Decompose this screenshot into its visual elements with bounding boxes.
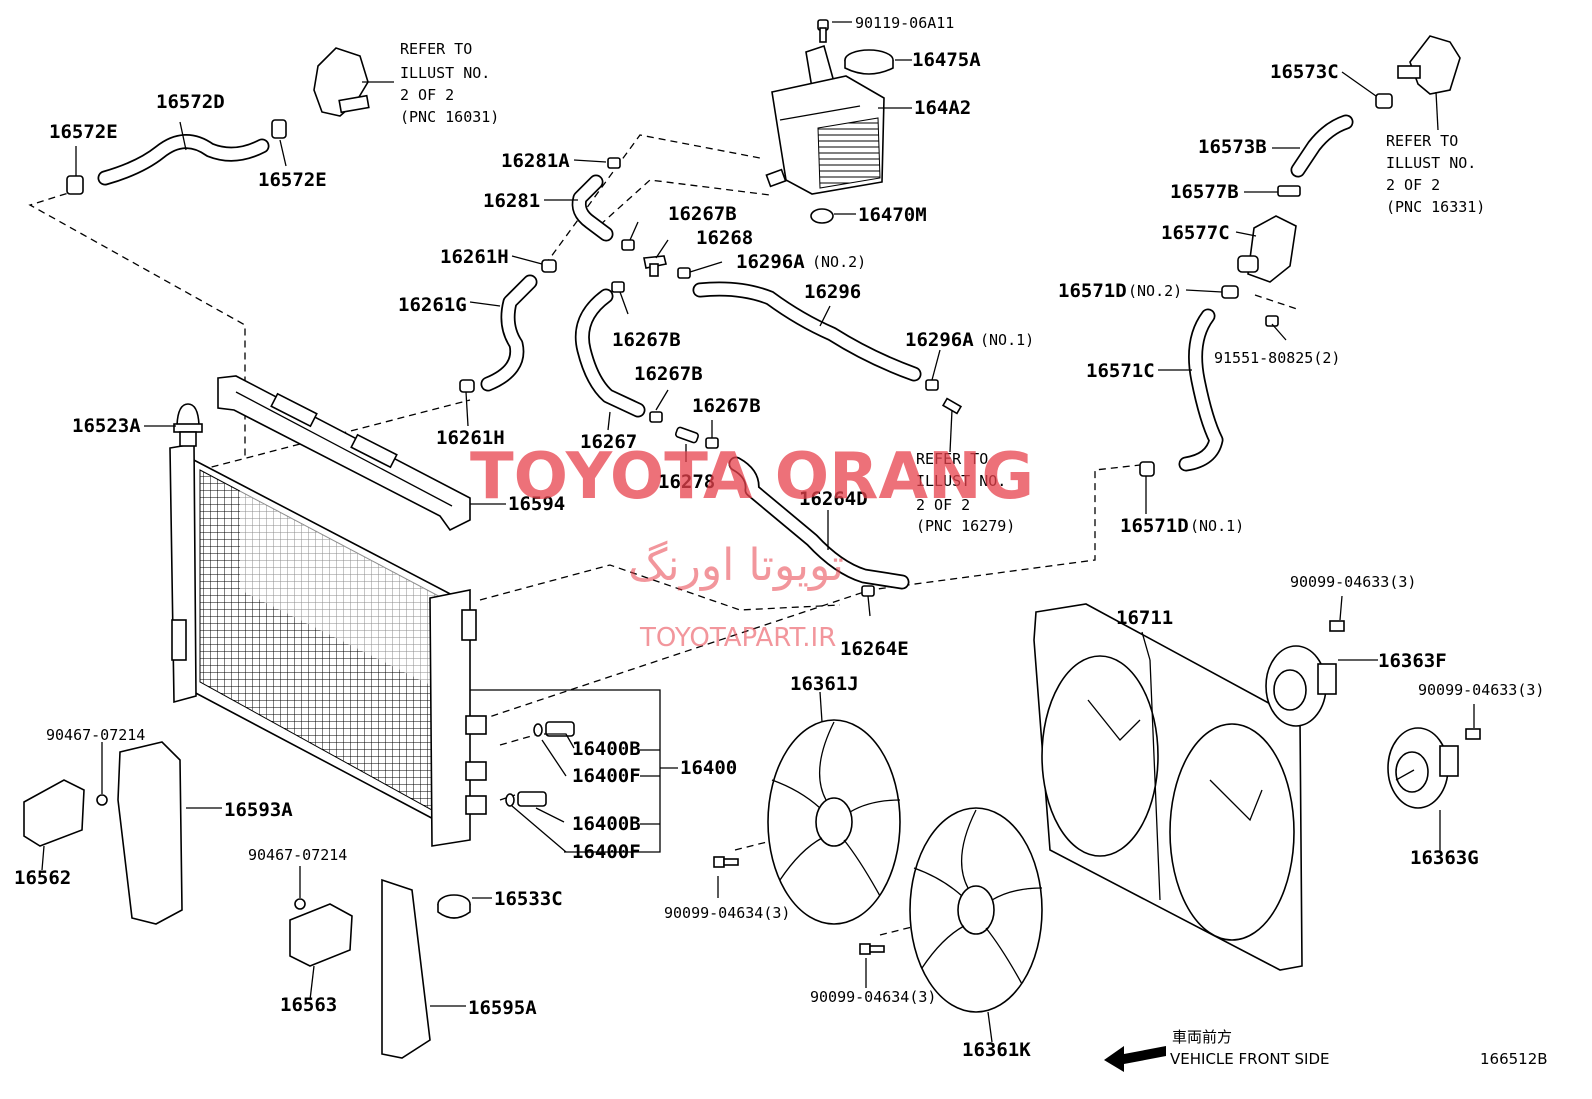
label-16400: 16400 <box>680 757 737 779</box>
label-16278: 16278 <box>658 471 715 493</box>
svg-text:(PNC 16031): (PNC 16031) <box>400 108 499 126</box>
label-16595A: 16595A <box>468 997 537 1019</box>
label-16296A-no2: 16296A <box>736 251 805 273</box>
label-90099-04633-top: 90099-04633(3) <box>1290 573 1416 591</box>
svg-text:2 OF 2: 2 OF 2 <box>916 496 970 514</box>
watermark-main: TOYOTA ORANG <box>470 440 1034 514</box>
label-90467-07214-right: 90467-07214 <box>248 846 347 864</box>
reservoir-tank <box>765 19 894 224</box>
label-16573C: 16573C <box>1270 61 1339 83</box>
qualifier-no2-16296A: (NO.2) <box>812 253 866 271</box>
label-16267B-top: 16267B <box>668 203 737 225</box>
label-16400B-lower: 16400B <box>572 813 641 835</box>
label-16400B-upper: 16400B <box>572 738 641 760</box>
watermark-site: TOYOTAPART.IR <box>639 623 836 653</box>
refer-note-16031: REFER TO ILLUST NO. 2 OF 2 (PNC 16031) <box>400 40 499 126</box>
cooling-fans <box>713 719 1043 1013</box>
label-16711: 16711 <box>1116 607 1173 629</box>
label-16594: 16594 <box>508 493 565 515</box>
figure-id: 166512B <box>1480 1050 1548 1068</box>
label-16577C: 16577C <box>1161 222 1230 244</box>
vehicle-front-en: VEHICLE FRONT SIDE <box>1170 1050 1330 1068</box>
svg-text:(PNC 16279): (PNC 16279) <box>916 517 1015 535</box>
watermark: TOYOTA ORANG تویوتا اورنگ TOYOTAPART.IR <box>470 440 1034 653</box>
refer-note-16331: REFER TO ILLUST NO. 2 OF 2 (PNC 16331) <box>1386 132 1485 216</box>
label-16470M: 16470M <box>858 204 927 226</box>
label-16577B: 16577B <box>1170 181 1239 203</box>
air-guides <box>23 741 471 1059</box>
part-labels: 90119-06A11 16475A 164A2 16281A 16281 16… <box>14 14 1544 1061</box>
label-16563: 16563 <box>280 994 337 1016</box>
label-91551-80825: 91551-80825(2) <box>1214 349 1340 367</box>
svg-text:2 OF 2: 2 OF 2 <box>400 86 454 104</box>
label-16533C: 16533C <box>494 888 563 910</box>
label-90119-06A11: 90119-06A11 <box>855 14 954 32</box>
label-16523A: 16523A <box>72 415 141 437</box>
label-90099-04633-right: 90099-04633(3) <box>1418 681 1544 699</box>
qualifier-no2-16571D: (NO.2) <box>1128 282 1182 300</box>
radiator-assembly <box>169 375 487 847</box>
svg-text:REFER TO: REFER TO <box>400 40 472 58</box>
label-16572D: 16572D <box>156 91 225 113</box>
label-16267B-lower: 16267B <box>634 363 703 385</box>
label-16268: 16268 <box>696 227 753 249</box>
svg-text:2 OF 2: 2 OF 2 <box>1386 176 1440 194</box>
label-16261H-bottom: 16261H <box>436 427 505 449</box>
label-16572E-right: 16572E <box>258 169 327 191</box>
label-16267: 16267 <box>580 431 637 453</box>
label-16572E-left: 16572E <box>49 121 118 143</box>
label-16296: 16296 <box>804 281 861 303</box>
fan-motors <box>1265 620 1481 809</box>
watermark-farsi: تویوتا اورنگ <box>628 540 844 591</box>
leader-lines <box>41 21 1475 1043</box>
label-16281: 16281 <box>483 190 540 212</box>
label-16571D-no2: 16571D <box>1058 280 1127 302</box>
svg-text:(PNC 16331): (PNC 16331) <box>1386 198 1485 216</box>
clamps <box>66 93 1393 597</box>
label-16571C: 16571C <box>1086 360 1155 382</box>
fan-shroud <box>1033 603 1303 971</box>
label-16593A: 16593A <box>224 799 293 821</box>
label-16361J: 16361J <box>790 673 859 695</box>
label-164A2: 164A2 <box>914 97 971 119</box>
vehicle-front-jp: 車両前方 <box>1172 1028 1232 1046</box>
label-16281A: 16281A <box>501 150 570 172</box>
svg-text:ILLUST NO.: ILLUST NO. <box>916 472 1006 490</box>
label-16264E: 16264E <box>840 638 909 660</box>
label-16267B-mid: 16267B <box>612 329 681 351</box>
label-16573B: 16573B <box>1198 136 1267 158</box>
label-90099-04634-left: 90099-04634(3) <box>664 904 790 922</box>
label-90099-04634-bottom: 90099-04634(3) <box>810 988 936 1006</box>
hoses <box>97 114 1354 590</box>
radiator-fittings <box>505 721 575 807</box>
label-90467-07214-left: 90467-07214 <box>46 726 145 744</box>
label-16475A: 16475A <box>912 49 981 71</box>
label-16261H-top: 16261H <box>440 246 509 268</box>
label-16296A-no1: 16296A <box>905 329 974 351</box>
svg-text:REFER TO: REFER TO <box>916 450 988 468</box>
svg-text:ILLUST NO.: ILLUST NO. <box>400 64 490 82</box>
thermostat-housings <box>313 35 1461 283</box>
label-16267B-right: 16267B <box>692 395 761 417</box>
label-16400F-upper: 16400F <box>572 765 641 787</box>
qualifier-no1-16571D: (NO.1) <box>1190 517 1244 535</box>
vehicle-front-arrow <box>1104 1046 1166 1072</box>
label-16400F-lower: 16400F <box>572 841 641 863</box>
label-16361K: 16361K <box>962 1039 1031 1061</box>
svg-text:ILLUST NO.: ILLUST NO. <box>1386 154 1476 172</box>
radiator-cap-16523A-shape <box>176 403 200 426</box>
svg-text:REFER TO: REFER TO <box>1386 132 1458 150</box>
label-16562: 16562 <box>14 867 71 889</box>
qualifier-no1-16296A: (NO.1) <box>980 331 1034 349</box>
label-16264D: 16264D <box>799 488 868 510</box>
label-16571D-no1: 16571D <box>1120 515 1189 537</box>
label-16261G: 16261G <box>398 294 467 316</box>
label-16363G: 16363G <box>1410 847 1479 869</box>
refer-note-16279: REFER TO ILLUST NO. 2 OF 2 (PNC 16279) <box>916 450 1015 535</box>
label-16363F: 16363F <box>1378 650 1447 672</box>
